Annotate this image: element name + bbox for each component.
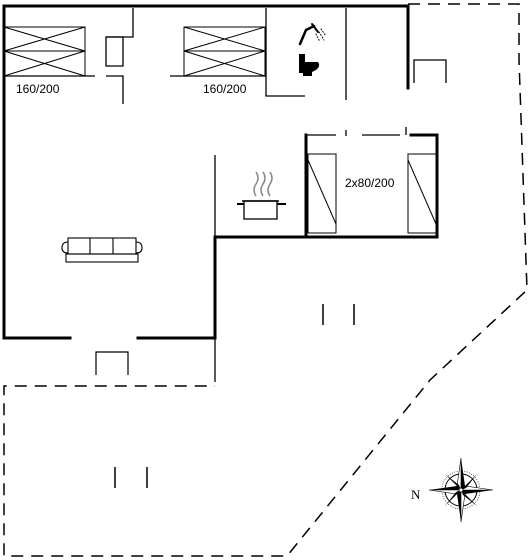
bed-icon-bedroom-3-left (307, 153, 337, 234)
bed-icon-bedroom-1 (3, 26, 86, 77)
cooking-pot-icon (237, 171, 286, 220)
terrace-markings-lower (114, 467, 148, 488)
door-mat-icon (95, 351, 129, 375)
sofa-icon (61, 237, 143, 263)
terrace-outline (3, 3, 528, 557)
terrace-markings-upper (322, 304, 355, 325)
bed-size-label-1: 160/200 (16, 82, 60, 96)
toilet-icon (299, 54, 320, 76)
bed-icon-bedroom-2 (183, 26, 266, 77)
bed-size-label-3: 2x80/200 (345, 176, 395, 190)
bed-size-label-2: 160/200 (203, 82, 247, 96)
shower-icon (298, 23, 327, 46)
north-label: N (411, 487, 421, 502)
compass-rose-icon (428, 457, 494, 523)
bed-icon-bedroom-3-right (407, 153, 437, 234)
outer-walls (2, 4, 439, 340)
